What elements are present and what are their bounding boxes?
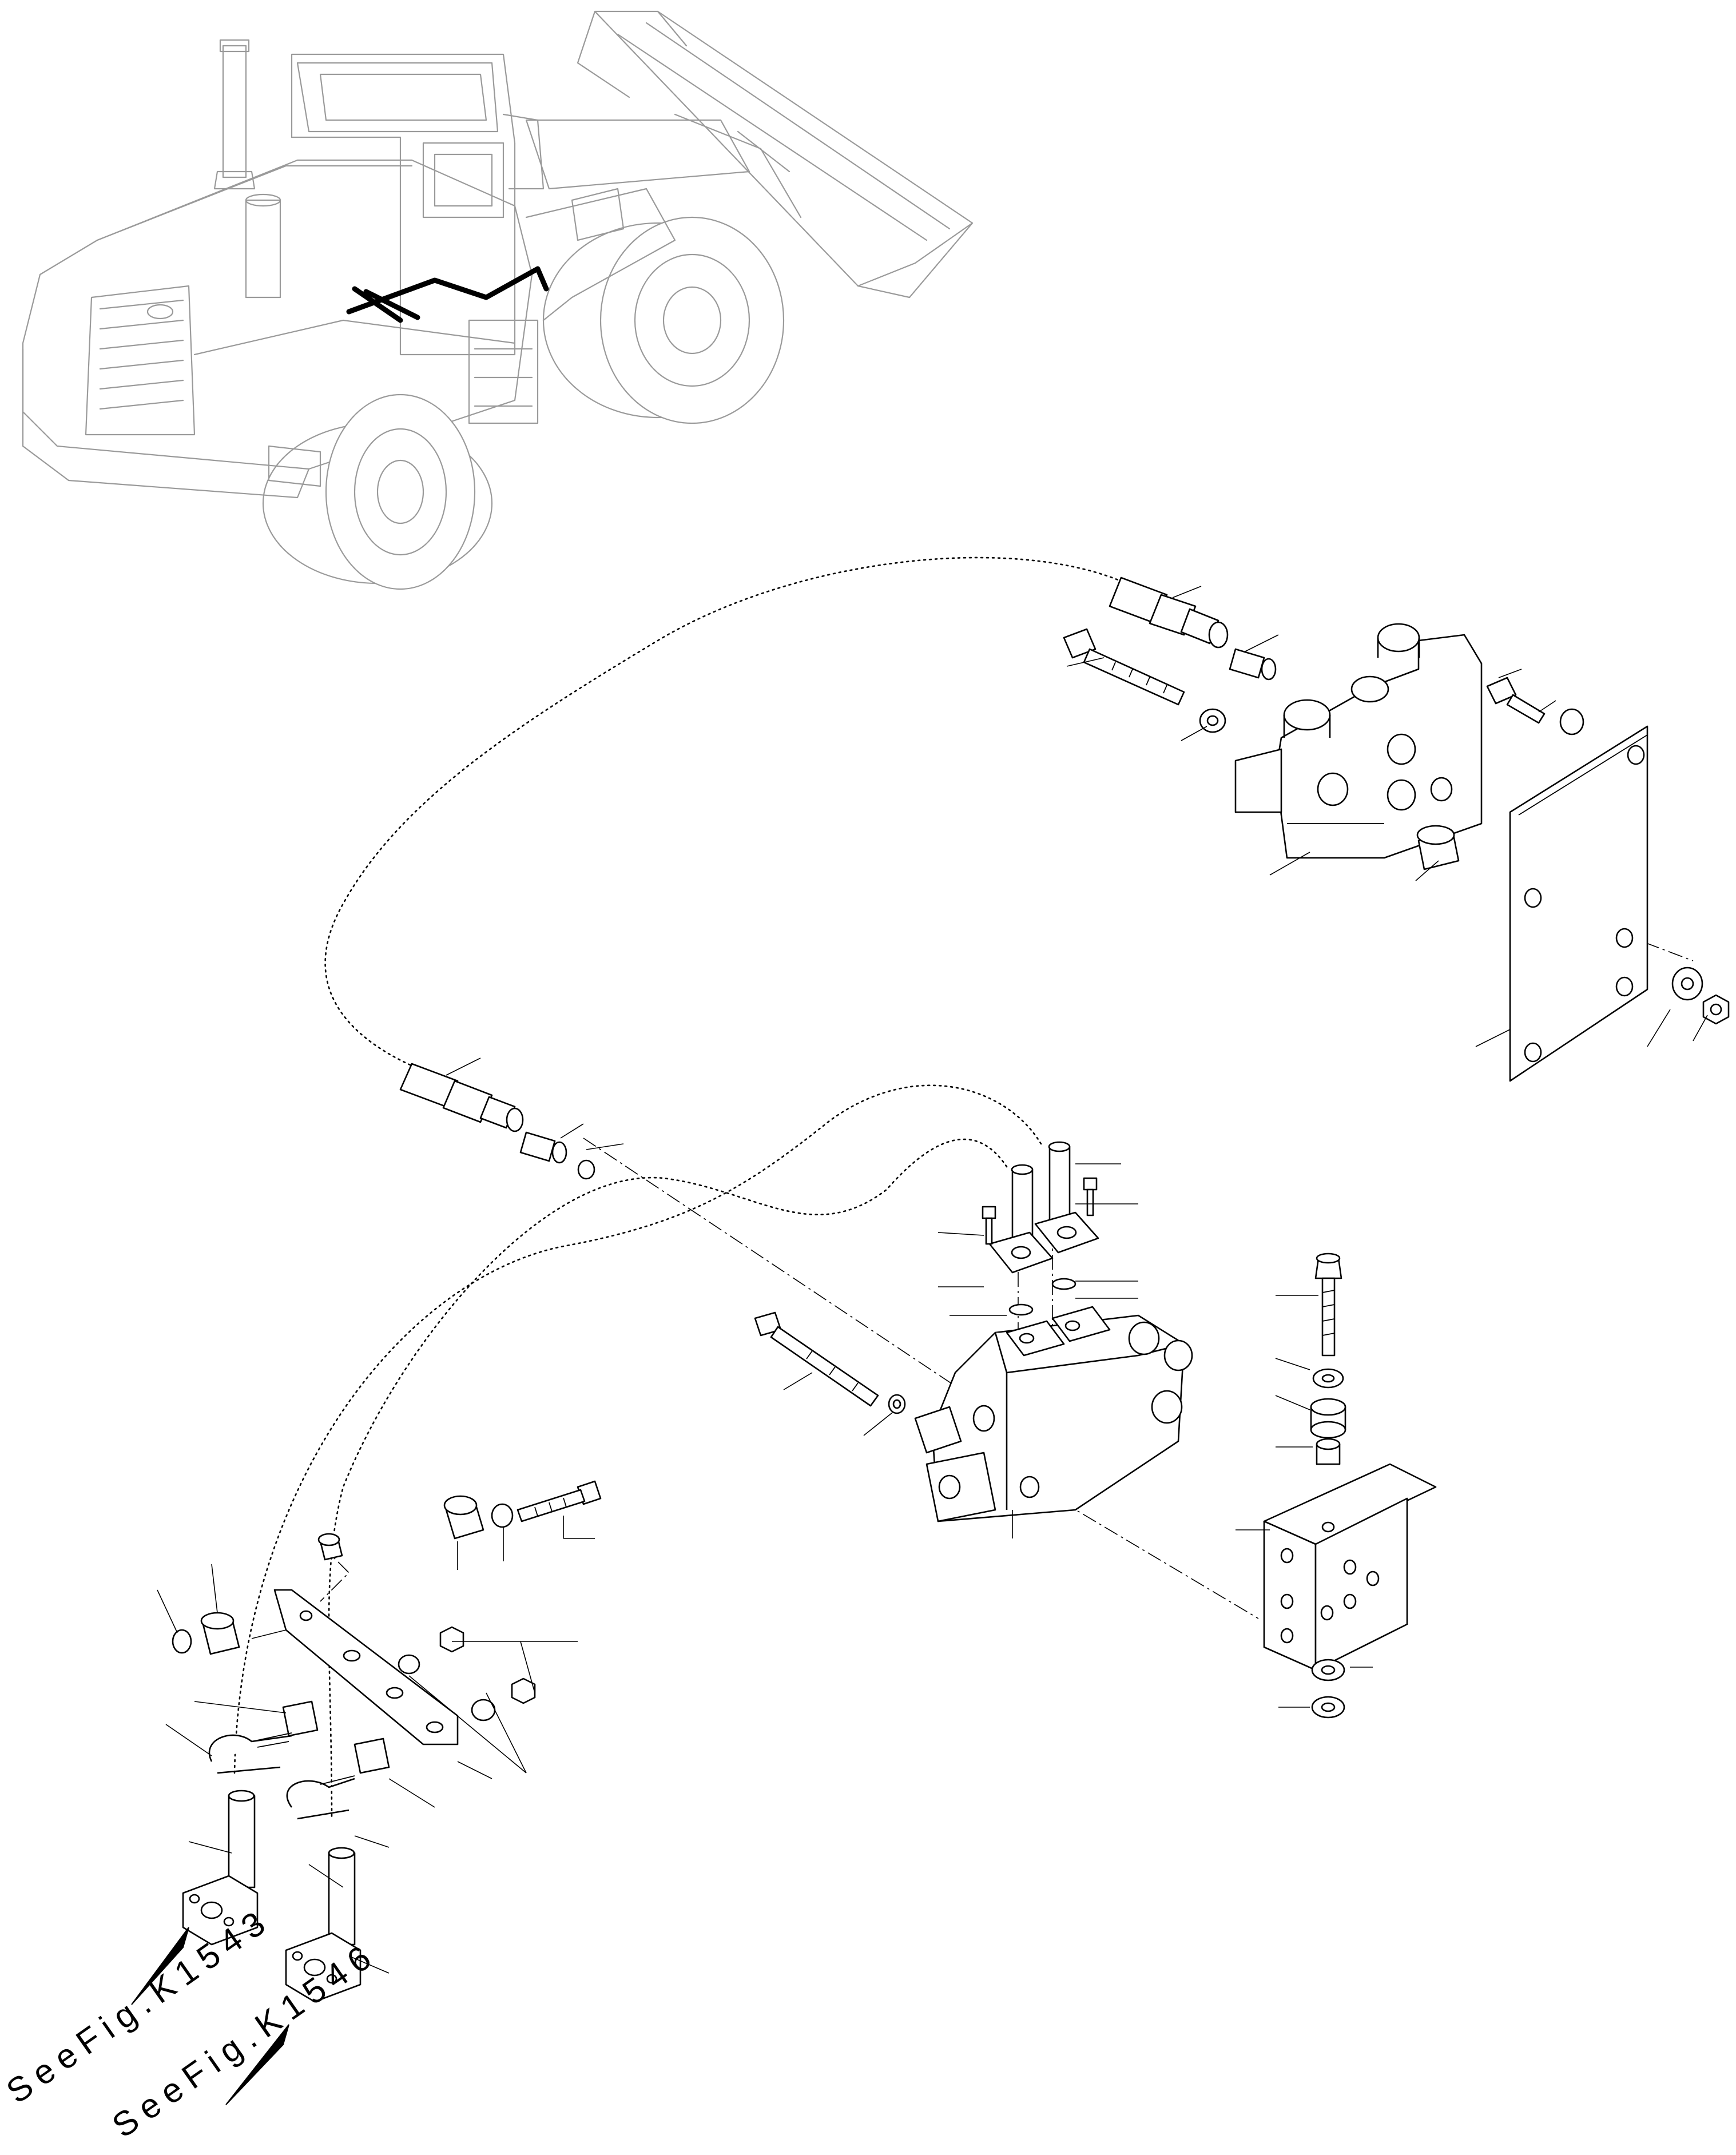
small-bolt-1: [982, 1206, 996, 1245]
u-bolt-2: [286, 1775, 355, 1820]
reference-fig-k1543: SeeFig.K1543: [0, 1899, 279, 2110]
long-bolt-valve: [754, 1311, 879, 1407]
flange-2: [1034, 1211, 1099, 1254]
reference-fig-k1546: SeeFig.K1546: [105, 1934, 384, 2145]
flange-1: [988, 1231, 1054, 1274]
bushing-clamp-3: [200, 1612, 240, 1655]
washer-plate: [1671, 967, 1703, 1001]
reference-arrow-icon: [131, 1927, 189, 2005]
nut-plate: [1702, 994, 1730, 1025]
reference-arrow-icon: [225, 2024, 289, 2105]
bushing-bracket-2: [1316, 1438, 1341, 1465]
hose-left-2: [328, 1138, 1008, 1820]
nut-clamp-1: [439, 1626, 464, 1653]
washer-valve: [888, 1394, 906, 1414]
clamp-block-1: [282, 1700, 319, 1737]
mounting-plate-upper: [1509, 725, 1648, 1082]
pilot-valve-block: [1234, 623, 1483, 859]
wheel-loader-icon: [22, 10, 974, 590]
angle-bracket: [1263, 1463, 1437, 1671]
long-bolt-upper: [1063, 628, 1185, 706]
washer-bracket-2: [1311, 1659, 1345, 1681]
clamp-bar: [273, 1589, 459, 1746]
u-bolt-1: [208, 1732, 292, 1774]
pipe-flange-1: [182, 1790, 259, 1946]
hose-upper: [324, 556, 1139, 1076]
washer-clamp-3: [398, 1654, 420, 1675]
spacer-upper: [1416, 825, 1460, 870]
middle-hose-fitting: [399, 1063, 595, 1180]
bolt-right-upper: [1486, 677, 1584, 735]
bolt-bracket: [1314, 1253, 1342, 1357]
tube-2: [1048, 1141, 1071, 1231]
o-ring-2: [1051, 1278, 1076, 1290]
pipe-flange-2: [285, 1847, 361, 2003]
washer-upper: [1199, 708, 1226, 733]
washer-clamp-2: [172, 1629, 192, 1654]
bushing-bracket-1: [1310, 1398, 1346, 1439]
washer-bracket-3: [1311, 1696, 1345, 1719]
bushing-clamp-1: [443, 1495, 484, 1540]
nut-clamp-2: [511, 1677, 536, 1704]
bushing-clamp-2: [317, 1533, 343, 1561]
upper-hose-fitting: [1109, 576, 1277, 681]
location-marker: [346, 266, 549, 323]
o-ring-1: [1008, 1303, 1034, 1316]
washer-clamp-1: [491, 1503, 514, 1528]
leader-lines: [157, 586, 1708, 1974]
washer-bracket-1: [1312, 1368, 1344, 1389]
clamp-block-2: [353, 1737, 390, 1774]
bolt-clamp: [517, 1480, 602, 1522]
small-bolt-2: [1083, 1177, 1098, 1216]
control-valve-body: [914, 1306, 1193, 1522]
